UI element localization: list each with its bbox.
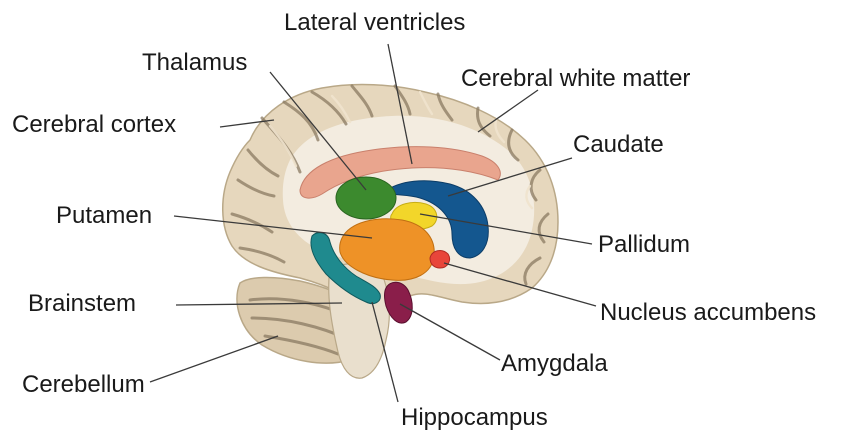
label-nucleus-accumbens: Nucleus accumbens [600,299,816,326]
label-caudate: Caudate [573,131,664,158]
label-brainstem: Brainstem [28,290,136,317]
label-cerebral-cortex: Cerebral cortex [12,111,176,138]
label-amygdala: Amygdala [501,350,608,377]
label-cerebral-white-matter: Cerebral white matter [461,65,690,92]
label-putamen: Putamen [56,202,152,229]
brain-illustration [223,85,558,379]
label-hippocampus: Hippocampus [401,404,548,431]
label-cerebellum: Cerebellum [22,371,145,398]
label-thalamus: Thalamus [142,49,247,76]
leader-cerebellum [150,336,278,382]
nucleus-accumbens [430,251,450,268]
label-pallidum: Pallidum [598,231,690,258]
label-lateral-ventricles: Lateral ventricles [284,9,465,36]
thalamus [336,177,396,219]
leader-amygdala [400,304,500,360]
